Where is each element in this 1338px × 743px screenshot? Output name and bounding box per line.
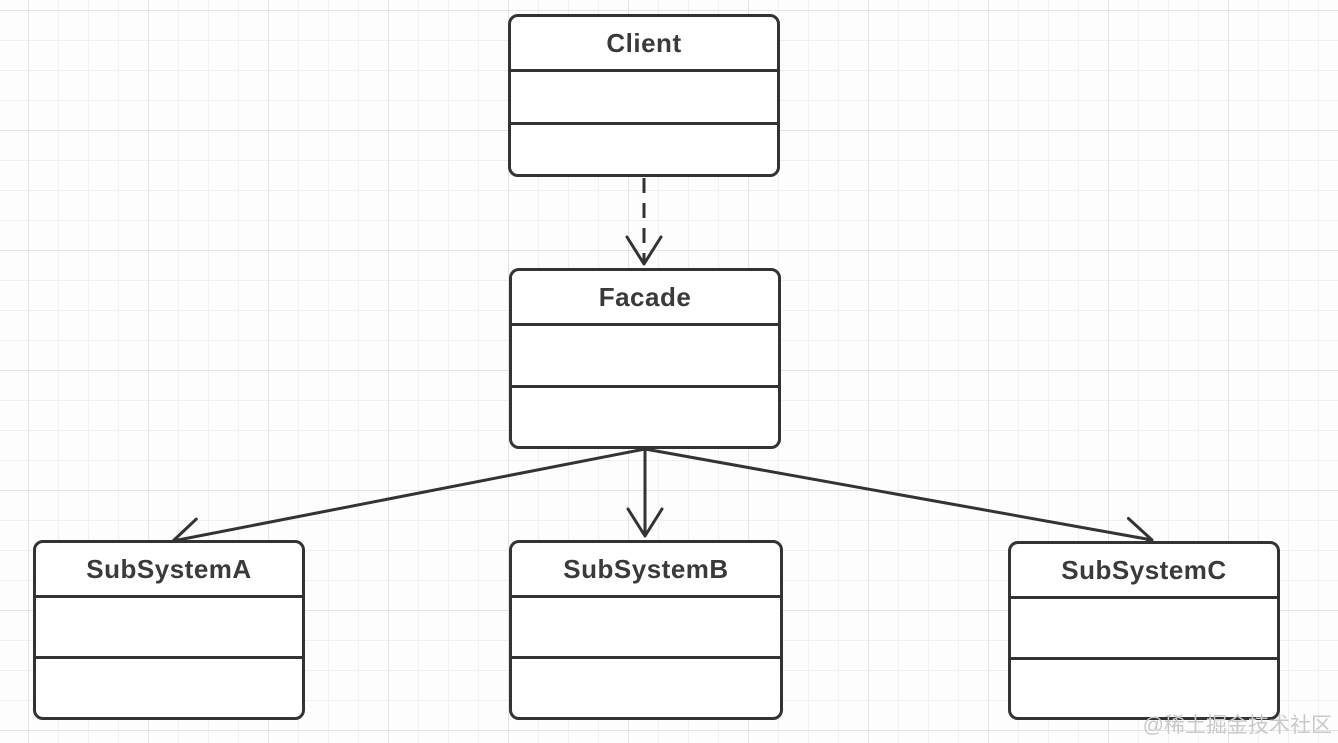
class-box-facade: Facade — [509, 268, 781, 449]
class-operations-client — [511, 125, 777, 175]
juejin-watermark: @稀土掘金技术社区 — [1142, 714, 1332, 737]
class-attributes-subsystem-a — [36, 598, 302, 659]
class-attributes-client — [511, 72, 777, 125]
class-name-subsystem-c: SubSystemC — [1011, 544, 1277, 599]
class-attributes-subsystem-b — [512, 598, 780, 659]
class-name-subsystem-a: SubSystemA — [36, 543, 302, 598]
class-attributes-subsystem-c — [1011, 599, 1277, 660]
class-operations-subsystem-b — [512, 659, 780, 717]
class-name-client: Client — [511, 17, 777, 72]
class-box-subsystem-c: SubSystemC — [1008, 541, 1280, 720]
class-attributes-facade — [512, 326, 778, 388]
class-operations-facade — [512, 388, 778, 447]
class-operations-subsystem-a — [36, 659, 302, 717]
class-box-subsystem-b: SubSystemB — [509, 540, 783, 720]
class-box-client: Client — [508, 14, 780, 177]
relation-facade-subsystem-c — [644, 447, 1154, 554]
class-name-subsystem-b: SubSystemB — [512, 543, 780, 598]
class-box-subsystem-a: SubSystemA — [33, 540, 305, 720]
class-name-facade: Facade — [512, 271, 778, 326]
relation-facade-subsystem-a — [171, 447, 646, 555]
